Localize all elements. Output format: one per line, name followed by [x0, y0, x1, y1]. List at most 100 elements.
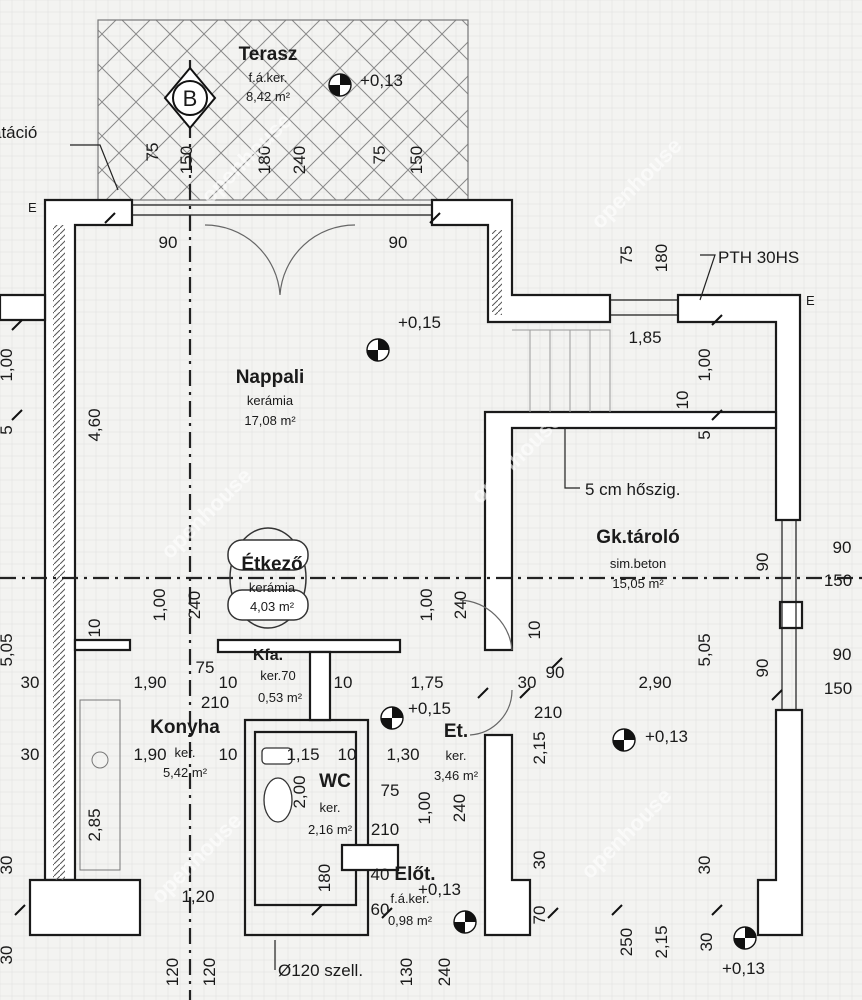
room-area-terrace: 8,42 m² — [246, 89, 291, 104]
level-marker-vestibule — [453, 910, 477, 934]
room-name-terrace: Terasz — [239, 44, 298, 65]
dim-h-210a: 210 — [201, 693, 229, 712]
stairs — [512, 329, 611, 412]
room-floor-pantry: ker.70 — [260, 668, 295, 683]
labels: Terasz f.á.ker. 8,42 m² Nappali kerámia … — [0, 44, 852, 986]
dim-v-75b: 75 — [370, 146, 389, 165]
room-area-wc: 2,16 m² — [308, 822, 353, 837]
dim-h-10a: 10 — [219, 673, 238, 692]
dim-v-75c: 75 — [617, 246, 636, 265]
dim-v-150a: 150 — [177, 146, 196, 174]
dim-v-100d: 1,00 — [417, 588, 436, 621]
dim-v-250: 250 — [617, 928, 636, 956]
dim-v-285: 2,85 — [85, 808, 104, 841]
room-area-vestibule: 0,98 m² — [388, 913, 433, 928]
wall-insulation-top-right — [492, 230, 502, 315]
level-marker-living — [366, 338, 390, 362]
dim-h-90-left: 90 — [159, 233, 178, 252]
room-floor-dining: kerámia — [249, 580, 296, 595]
dim-h-130: 1,30 — [386, 745, 419, 764]
wall-garage-right-lower — [756, 708, 804, 937]
wall-entrance — [483, 733, 532, 937]
dim-h-75b: 75 — [381, 781, 400, 800]
dim-h-30b: 30 — [21, 745, 40, 764]
level-garage-text: +0,13 — [645, 727, 688, 746]
room-name-wc: WC — [319, 771, 351, 792]
dim-h-75: 75 — [196, 658, 215, 677]
dim-v-70: 70 — [530, 906, 549, 925]
room-name-hall: Et. — [444, 721, 468, 742]
leader-installation — [70, 144, 119, 191]
terrace-hatch-area — [97, 19, 469, 201]
dim-h-210b: 210 — [534, 703, 562, 722]
dining-table — [227, 527, 309, 629]
level-vestibule-text: +0,13 — [418, 880, 461, 899]
dim-h-120: 1,20 — [181, 887, 214, 906]
dim-v-5b: 5 — [695, 430, 714, 439]
dim-h-175: 1,75 — [410, 673, 443, 692]
note-e-left: E — [28, 200, 37, 215]
dim-h-190a: 1,90 — [133, 673, 166, 692]
terrace-door-frame — [132, 204, 432, 216]
level-outdoor-text: +0,13 — [722, 959, 765, 978]
wall-garage-partition — [483, 410, 778, 652]
room-area-garage: 15,05 m² — [612, 576, 664, 591]
level-marker-outdoor — [733, 926, 757, 950]
dim-v-100a: 1,00 — [0, 348, 16, 381]
living-door-swing — [204, 224, 356, 296]
wall-left-stub — [0, 293, 47, 322]
wall-top-right — [430, 198, 612, 324]
dim-h-90-r2: 90 — [833, 645, 852, 664]
dim-v-90b: 90 — [753, 659, 772, 678]
leader-insulation — [564, 428, 580, 489]
dim-h-150-r2: 150 — [824, 679, 852, 698]
dim-h-30a: 30 — [21, 673, 40, 692]
dim-v-90a: 90 — [753, 553, 772, 572]
dim-h-185: 1,85 — [628, 328, 661, 347]
dim-v-240a: 240 — [290, 146, 309, 174]
room-floor-garage: sim.beton — [610, 556, 666, 571]
note-pth: PTH 30HS — [718, 248, 799, 267]
walls — [0, 198, 804, 937]
wall-kitchen-partition — [73, 638, 132, 652]
dim-v-130: 130 — [397, 958, 416, 986]
dim-h-90-r1: 90 — [833, 538, 852, 557]
dim-v-30b: 30 — [530, 851, 549, 870]
note-e-right: E — [806, 293, 815, 308]
dim-v-505b: 5,05 — [695, 633, 714, 666]
wall-pantry-side — [308, 650, 332, 722]
dim-h-190b: 1,90 — [133, 745, 166, 764]
room-area-living: 17,08 m² — [244, 413, 296, 428]
wall-bottom-left — [28, 878, 142, 937]
dim-v-505a: 5,05 — [0, 633, 16, 666]
dim-v-180b: 180 — [652, 244, 671, 272]
dim-v-75a: 75 — [143, 143, 162, 162]
level-marker-garage — [612, 728, 636, 752]
dim-v-200: 2,00 — [290, 775, 309, 808]
dim-h-150-r1: 150 — [824, 571, 852, 590]
room-name-garage: Gk.tároló — [596, 527, 679, 548]
note-vent: Ø120 szell. — [278, 961, 363, 980]
dim-v-215a: 2,15 — [530, 731, 549, 764]
dim-v-120b: 120 — [200, 958, 219, 986]
section-marker: B — [163, 66, 217, 130]
room-area-dining: 4,03 m² — [250, 599, 295, 614]
room-name-dining: Étkező — [241, 553, 302, 575]
dim-v-100e: 1,00 — [415, 791, 434, 824]
dim-v-30d: 30 — [0, 946, 16, 965]
dim-v-240b: 240 — [185, 591, 204, 619]
dim-v-460: 4,60 — [85, 408, 104, 441]
dim-h-10d: 10 — [338, 745, 357, 764]
room-area-pantry: 0,53 m² — [258, 690, 303, 705]
dim-v-30e: 30 — [697, 933, 716, 952]
garage-door-swing — [459, 599, 513, 651]
dim-v-10b: 10 — [85, 619, 104, 638]
entrance-door-swing — [469, 689, 513, 736]
garage-window — [610, 299, 678, 316]
dim-v-5a: 5 — [0, 425, 16, 434]
leader-lines — [70, 144, 716, 970]
dim-v-240c: 240 — [451, 591, 470, 619]
dim-v-150b: 150 — [407, 146, 426, 174]
wall-wc-inner — [253, 730, 358, 907]
